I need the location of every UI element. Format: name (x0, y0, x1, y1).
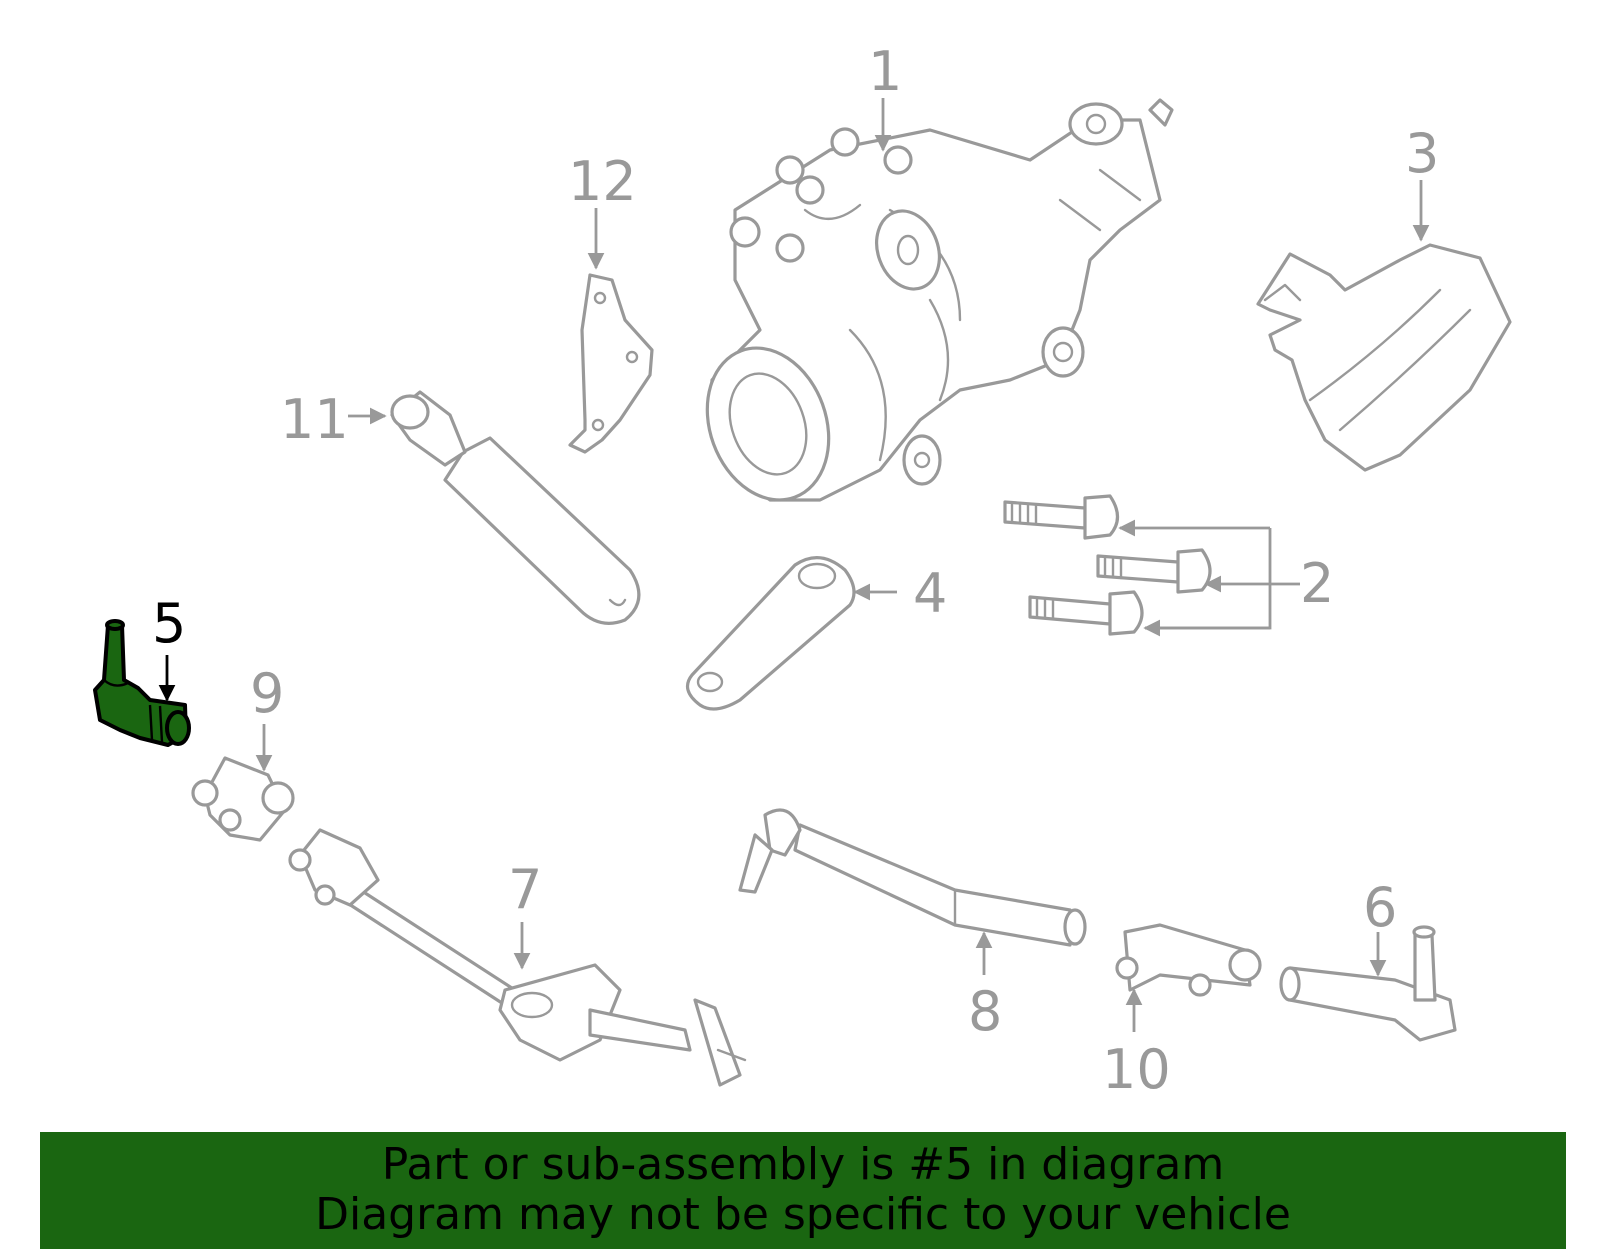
callout-2: 2 (1300, 552, 1334, 615)
highlighted-part-5 (93, 619, 191, 747)
bolt-1 (1003, 494, 1120, 540)
heat-shield-part-3 (1256, 243, 1512, 472)
callout-6: 6 (1363, 876, 1397, 939)
callout-5: 5 (152, 592, 186, 655)
pitman-arm-part-4 (685, 556, 856, 711)
callout-labels: 1 2 3 4 5 6 7 8 9 10 11 12 (152, 40, 1439, 1101)
bolt-2 (1096, 548, 1212, 594)
drag-link-part-7 (288, 828, 747, 1087)
tie-rod-part-8 (738, 808, 1087, 947)
steering-gear-part-1 (705, 98, 1174, 502)
callout-1: 1 (868, 40, 902, 103)
tie-rod-end-part-6 (1279, 925, 1457, 1042)
callout-9: 9 (250, 662, 284, 725)
bolts-part-2 (1003, 494, 1212, 636)
callout-12: 12 (568, 150, 637, 213)
callout-8: 8 (968, 980, 1002, 1043)
leader-lines (158, 98, 1430, 1032)
banner-line-2: Diagram may not be specific to your vehi… (315, 1189, 1291, 1240)
bracket-part-12 (568, 273, 654, 454)
callout-4: 4 (913, 562, 947, 625)
callout-3: 3 (1405, 122, 1439, 185)
info-banner: Part or sub-assembly is #5 in diagram Di… (40, 1132, 1566, 1249)
adjuster-sleeve-part-10 (1115, 923, 1262, 997)
bolt-3 (1028, 590, 1144, 636)
adjuster-clamp-part-9 (191, 756, 295, 842)
gear-top-bolts (729, 127, 913, 263)
callout-7: 7 (508, 858, 542, 921)
callout-11: 11 (280, 388, 349, 451)
leader-2 (1118, 519, 1300, 637)
damper-part-11 (390, 390, 641, 625)
callout-10: 10 (1102, 1038, 1171, 1101)
banner-line-1: Part or sub-assembly is #5 in diagram (381, 1139, 1225, 1190)
